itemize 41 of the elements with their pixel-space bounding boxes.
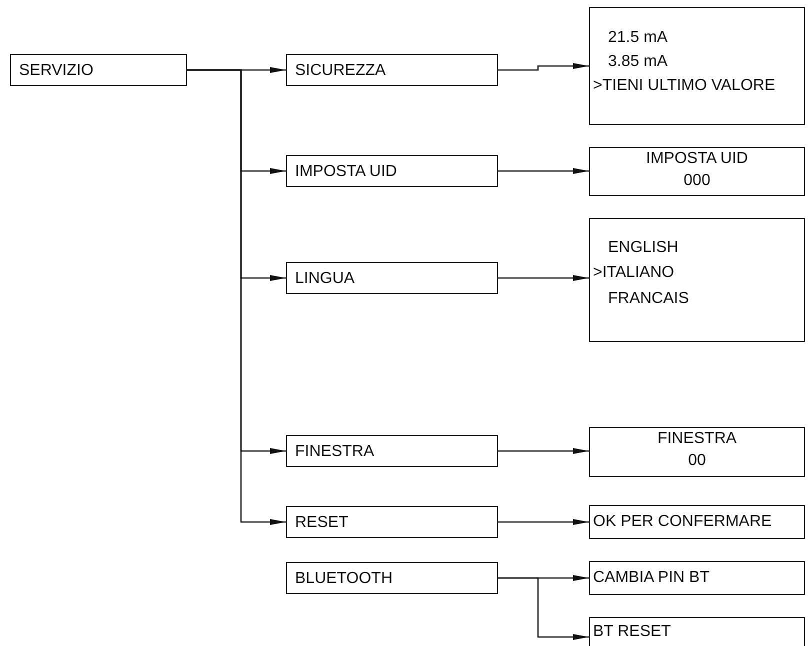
arrow (187, 69, 286, 525)
menu-label: BLUETOOTH (295, 570, 392, 588)
menu-option-text: FINESTRA (657, 430, 737, 448)
menu-item-box (589, 617, 805, 646)
menu-option-text: IMPOSTA UID (646, 150, 748, 168)
arrow (498, 275, 589, 281)
menu-option-text: 3.85 mA (608, 53, 668, 71)
menu-label: IMPOSTA UID (295, 163, 397, 181)
arrow (498, 168, 589, 174)
menu-option-text: >TIENI ULTIMO VALORE (593, 77, 776, 95)
display-screen-box (589, 7, 805, 125)
arrow (498, 448, 589, 454)
menu-label: FINESTRA (295, 443, 374, 461)
menu-label: RESET (295, 514, 348, 532)
menu-item-box (286, 262, 498, 294)
menu-item-box (286, 155, 498, 187)
menu-option-text: ENGLISH (608, 239, 678, 257)
menu-item-box (589, 561, 805, 595)
menu-label: CAMBIA PIN BT (593, 569, 710, 587)
menu-item-box (10, 54, 187, 86)
menu-label: SERVIZIO (19, 62, 94, 80)
menu-label: SICUREZZA (295, 62, 386, 80)
menu-label: LINGUA (295, 270, 355, 288)
menu-option-text: 00 (688, 452, 706, 470)
arrow (498, 63, 589, 71)
display-screen-box (589, 218, 805, 342)
menu-item-box (286, 54, 498, 86)
menu-option-text: FRANCAIS (608, 290, 689, 308)
arrow (498, 519, 589, 525)
menu-item-box (286, 562, 498, 594)
menu-option-text: 21.5 mA (608, 29, 668, 47)
menu-item-box (589, 505, 805, 539)
arrow (498, 577, 589, 640)
display-screen-box (589, 427, 805, 477)
menu-label: OK PER CONFERMARE (593, 513, 772, 531)
menu-option-text: >ITALIANO (593, 264, 674, 282)
display-screen-box (589, 147, 805, 196)
menu-label: BT RESET (593, 623, 671, 641)
menu-option-text: 000 (684, 172, 710, 190)
menu-item-box (286, 506, 498, 538)
menu-item-box (286, 435, 498, 467)
